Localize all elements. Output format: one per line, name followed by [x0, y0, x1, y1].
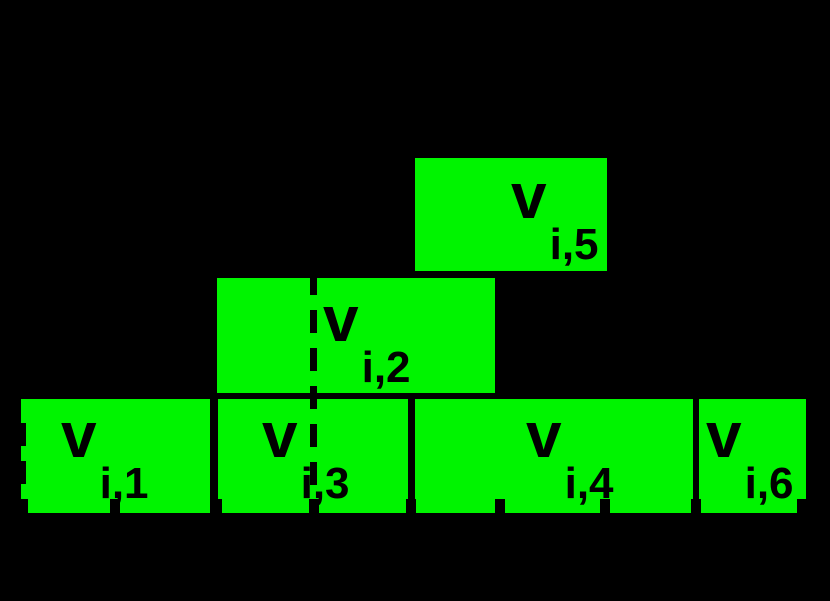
block-label-subscript: i,6: [744, 459, 794, 508]
axis-tick: [495, 499, 505, 514]
axis-tick: [797, 499, 807, 514]
interval-block-v-i-5: [415, 158, 607, 271]
block-label-subscript: i,2: [361, 343, 411, 392]
axis-tick: [212, 499, 222, 514]
block-label-v-i-3: vi,3: [262, 403, 350, 506]
block-label-main: v: [511, 160, 547, 232]
block-label-main: v: [262, 399, 298, 471]
block-label-subscript: i,3: [300, 459, 350, 508]
block-label-subscript: i,1: [99, 459, 149, 508]
block-label-v-i-2: vi,2: [323, 287, 411, 390]
block-label-v-i-5: vi,5: [511, 164, 599, 267]
interval-block-v-i-1: [21, 399, 210, 513]
block-label-subscript: i,4: [564, 459, 614, 508]
dashed-line-middle: [310, 272, 317, 514]
interval-block-v-i-6: [699, 399, 806, 513]
block-label-v-i-1: vi,1: [61, 403, 149, 506]
block-label-main: v: [526, 399, 562, 471]
block-label-v-i-6: vi,6: [706, 403, 794, 506]
axis-tick: [18, 499, 28, 514]
block-label-subscript: i,5: [549, 220, 599, 269]
interval-block-v-i-4: [415, 399, 693, 513]
axis-tick: [110, 499, 120, 514]
dashed-line-left: [19, 423, 26, 514]
interval-block-v-i-2: [217, 278, 495, 393]
axis-tick: [309, 499, 319, 514]
block-label-main: v: [706, 399, 742, 471]
block-label-v-i-4: vi,4: [526, 403, 614, 506]
block-label-main: v: [61, 399, 97, 471]
block-label-main: v: [323, 283, 359, 355]
axis-tick: [406, 499, 416, 514]
axis-tick: [691, 499, 701, 514]
axis-tick: [600, 499, 610, 514]
